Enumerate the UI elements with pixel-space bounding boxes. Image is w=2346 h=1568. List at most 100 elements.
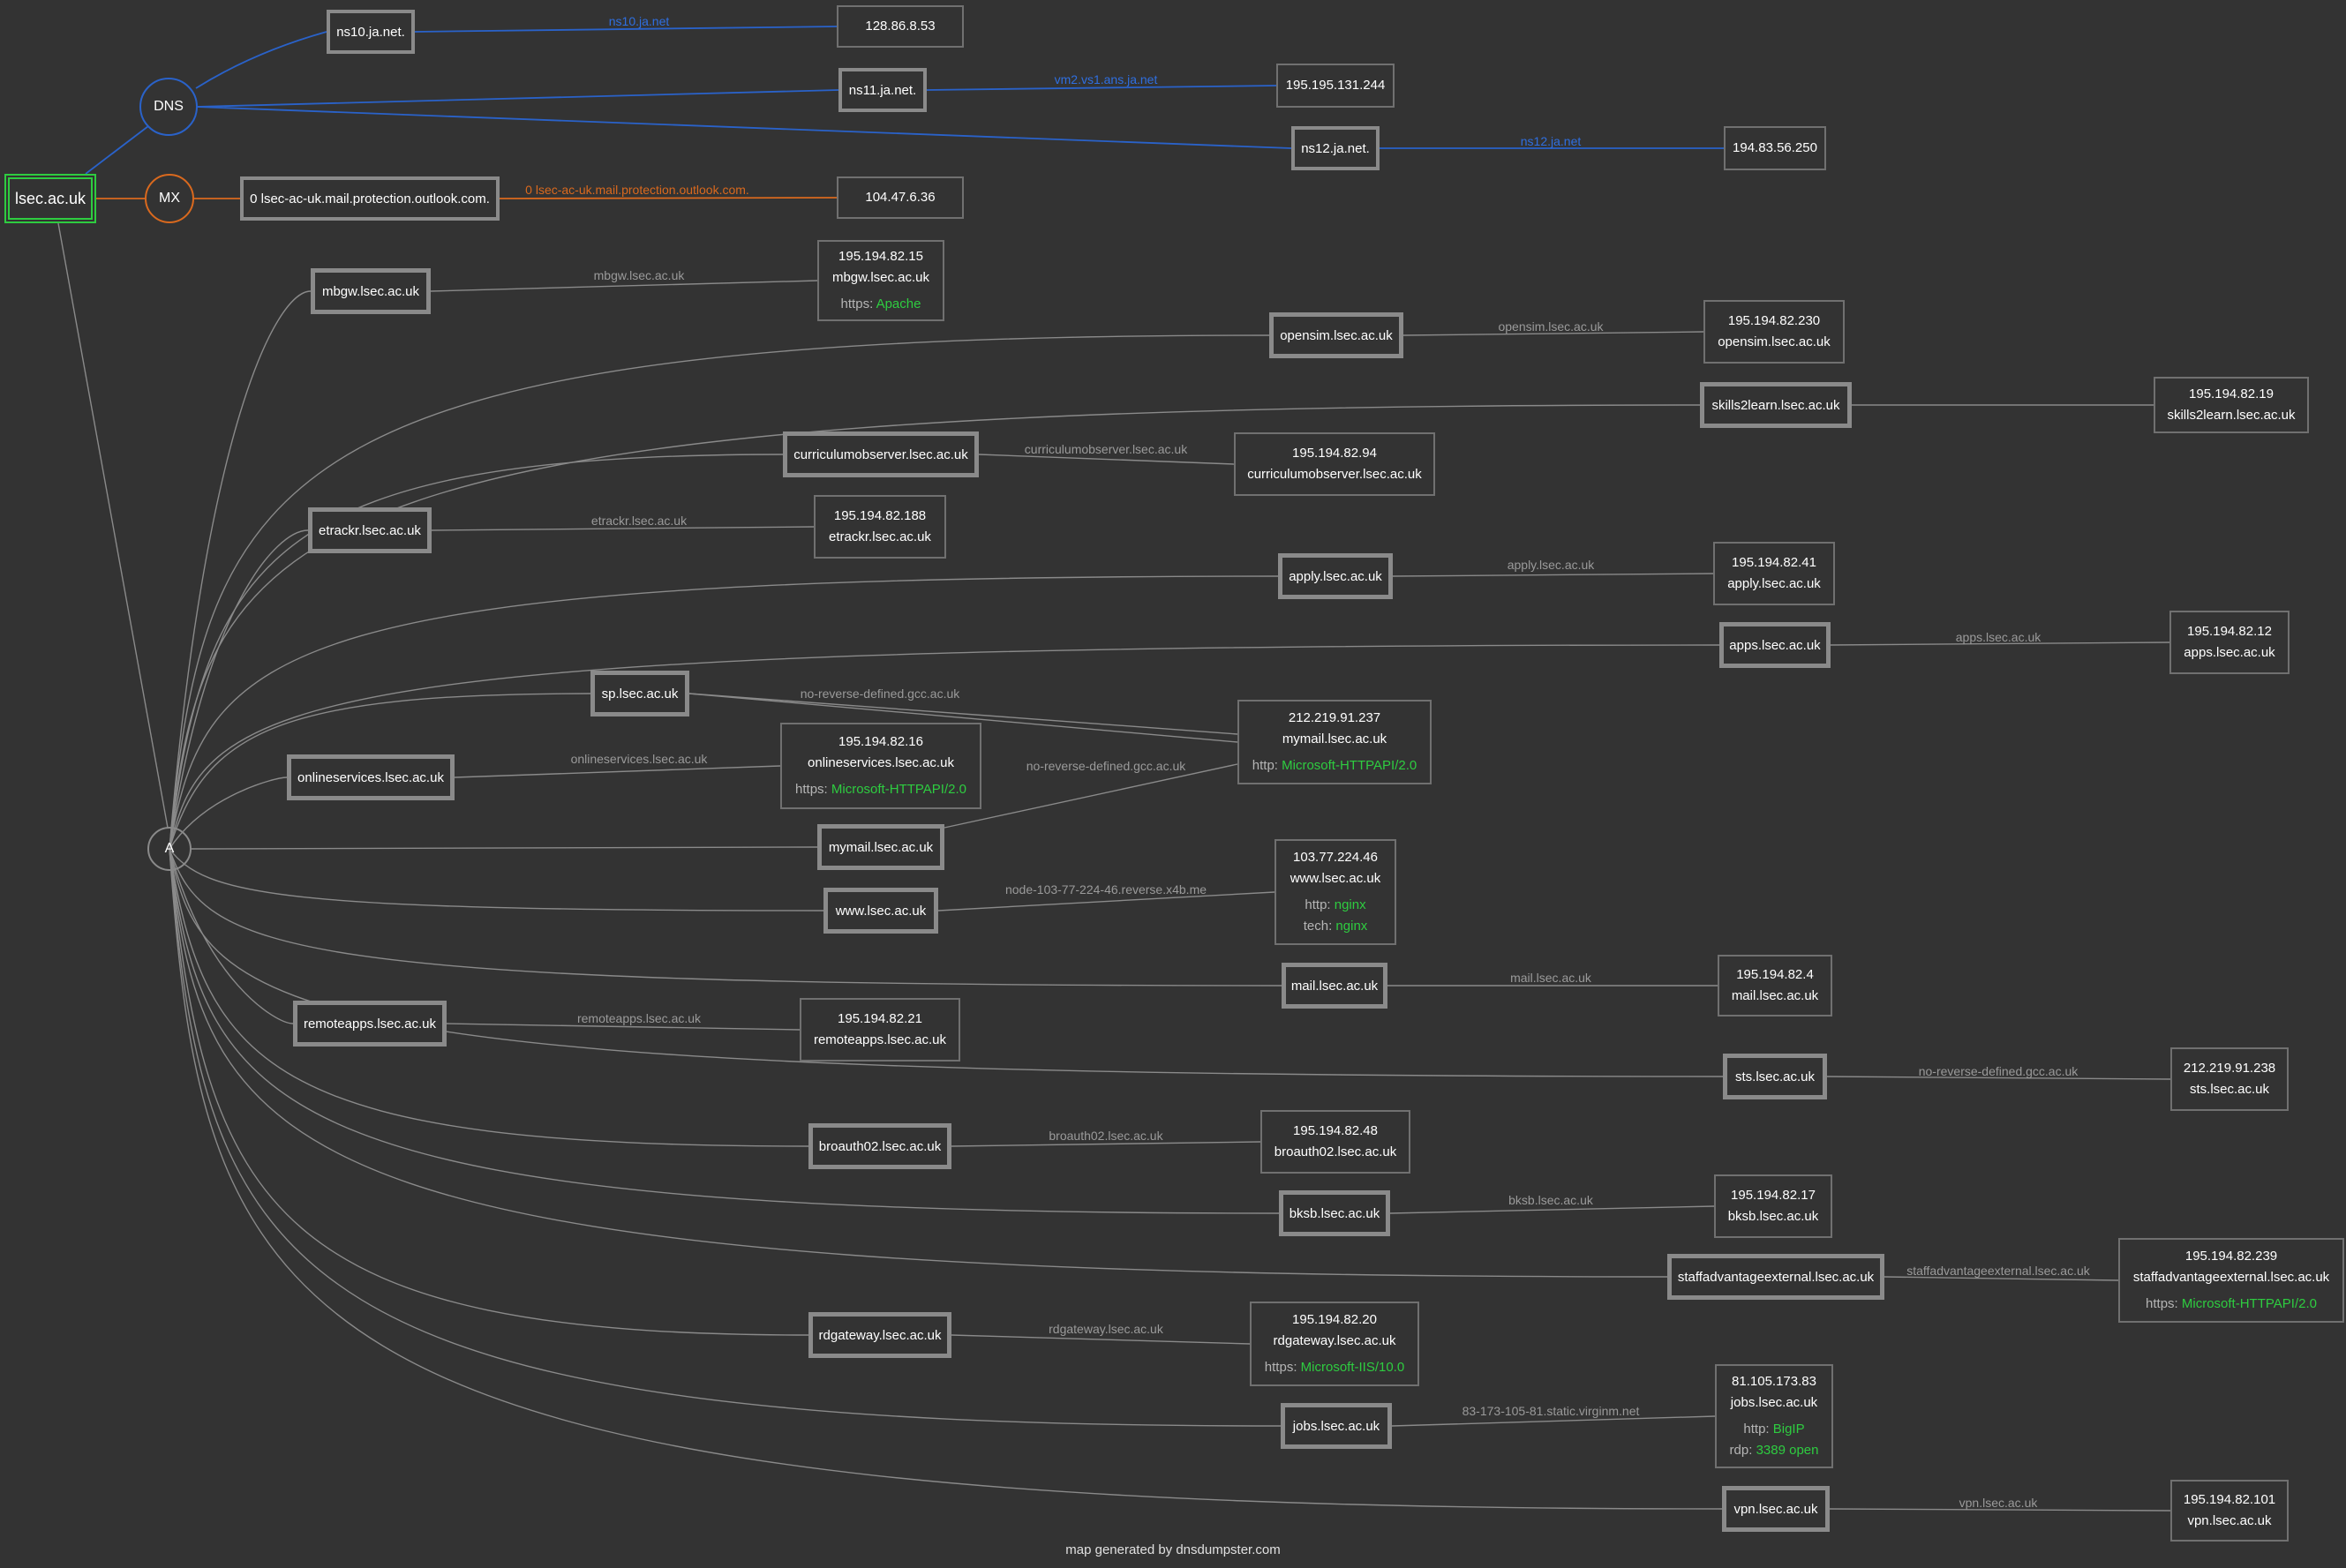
reverse-hostname: etrackr.lsec.ac.uk (829, 529, 931, 544)
mx-group-node[interactable]: MX (145, 174, 194, 223)
ip-address: 128.86.8.53 (865, 19, 936, 34)
a-edge (169, 848, 809, 1336)
a-host-node[interactable]: vpn.lsec.ac.uk (1722, 1486, 1830, 1532)
reverse-hostname: jobs.lsec.ac.uk (1730, 1395, 1818, 1410)
a-ip-edge (1391, 1415, 1716, 1427)
a-ip-edge (688, 693, 1238, 735)
a-host-node[interactable]: mymail.lsec.ac.uk (817, 824, 944, 870)
a-host-node[interactable]: onlineservices.lsec.ac.uk (287, 754, 455, 800)
a-ip-edge (454, 765, 781, 778)
ip-address: 195.194.82.94 (1292, 446, 1377, 461)
edge-label: staffadvantageexternal.lsec.ac.uk (1906, 1264, 2090, 1278)
a-host-node[interactable]: sts.lsec.ac.uk (1723, 1054, 1827, 1099)
a-host-node[interactable]: opensim.lsec.ac.uk (1269, 312, 1403, 358)
a-edge (169, 848, 809, 1147)
a-ip-edge (1884, 1276, 2119, 1281)
a-host-node[interactable]: staffadvantageexternal.lsec.ac.uk (1667, 1254, 1884, 1300)
a-host-node[interactable]: rdgateway.lsec.ac.uk (808, 1312, 951, 1358)
service-value: Microsoft-IIS/10.0 (1300, 1360, 1405, 1375)
a-host-node[interactable]: bksb.lsec.ac.uk (1279, 1190, 1390, 1236)
edge-label: broauth02.lsec.ac.uk (1049, 1129, 1163, 1143)
a-edge (169, 848, 1282, 987)
service-banner: http: nginx (1305, 895, 1365, 916)
edge-label: remoteapps.lsec.ac.uk (576, 1011, 702, 1025)
service-key: http: (1252, 758, 1278, 773)
a-host-node[interactable]: www.lsec.ac.uk (823, 888, 938, 934)
reverse-hostname: skills2learn.lsec.ac.uk (2167, 408, 2296, 423)
ip-address: 195.194.82.19 (2189, 386, 2274, 401)
service-value: Apache (876, 296, 921, 311)
service-key: https: (2146, 1296, 2178, 1311)
a-ip-edge (1392, 573, 1714, 577)
edge-label: 0 lsec-ac-uk.mail.protection.outlook.com… (525, 183, 749, 197)
a-ip-edge (1830, 641, 2170, 646)
edge-label: apps.lsec.ac.uk (1955, 630, 2041, 644)
edge-label: mail.lsec.ac.uk (1510, 971, 1591, 985)
a-host-node[interactable]: jobs.lsec.ac.uk (1281, 1403, 1392, 1449)
a-ip-edge (446, 1023, 801, 1031)
a-ip-edge (688, 693, 1238, 743)
root-domain-node[interactable]: lsec.ac.uk (4, 174, 96, 223)
a-host-node[interactable]: sp.lsec.ac.uk (590, 671, 689, 716)
service-banner: https: Apache (841, 294, 921, 315)
a-edge (169, 848, 824, 912)
service-banner: rdp: 3389 open (1730, 1440, 1819, 1461)
dns-host-node[interactable]: ns12.ja.net. (1291, 126, 1380, 170)
a-ip-edge (1826, 1076, 2171, 1080)
dns-group-node[interactable]: DNS (139, 78, 198, 136)
edge-label: bksb.lsec.ac.uk (1508, 1193, 1593, 1207)
ip-address: 104.47.6.36 (865, 190, 936, 205)
ip-address: 195.194.82.21 (838, 1011, 922, 1026)
service-banner: http: Microsoft-HTTPAPI/2.0 (1252, 755, 1417, 776)
service-value: BigIP (1772, 1422, 1805, 1437)
a-host-node[interactable]: curriculumobserver.lsec.ac.uk (783, 431, 979, 477)
ip-address: 212.219.91.237 (1288, 710, 1381, 725)
service-key: http: (1743, 1422, 1770, 1437)
service-key: rdp: (1729, 1443, 1753, 1458)
a-host-node[interactable]: broauth02.lsec.ac.uk (808, 1123, 951, 1169)
reverse-hostname: mymail.lsec.ac.uk (1282, 731, 1387, 746)
a-host-node[interactable]: apply.lsec.ac.uk (1278, 553, 1393, 599)
a-edge (169, 290, 312, 850)
a-ip-edge (1402, 331, 1704, 336)
edge-label: vpn.lsec.ac.uk (1959, 1496, 2038, 1510)
edge-label: ns12.ja.net (1520, 134, 1582, 148)
a-edge (169, 848, 1282, 1427)
reverse-hostname: apply.lsec.ac.uk (1727, 576, 1821, 591)
dns-edge (195, 89, 839, 108)
dns-host-node[interactable]: ns10.ja.net. (327, 10, 415, 54)
a-host-node[interactable]: mail.lsec.ac.uk (1282, 963, 1387, 1009)
edge-label: curriculumobserver.lsec.ac.uk (1024, 442, 1188, 456)
a-host-node[interactable]: etrackr.lsec.ac.uk (308, 507, 432, 553)
a-host-node[interactable]: mbgw.lsec.ac.uk (311, 268, 431, 314)
a-ip-edge (978, 454, 1235, 465)
reverse-hostname: bksb.lsec.ac.uk (1727, 1209, 1819, 1224)
edge-label: mbgw.lsec.ac.uk (593, 268, 685, 282)
a-edge (169, 529, 309, 850)
footer-credit: map generated by dnsdumpster.com (1065, 1542, 1281, 1557)
a-edge (169, 848, 1668, 1278)
dns-edge (195, 106, 1292, 149)
service-value: Microsoft-HTTPAPI/2.0 (831, 782, 966, 797)
a-host-node[interactable]: apps.lsec.ac.uk (1719, 622, 1831, 668)
dns-edge (195, 31, 327, 89)
a-edge (191, 846, 818, 850)
service-key: http: (1305, 897, 1331, 912)
dns-host-node[interactable]: ns11.ja.net. (838, 68, 927, 112)
a-host-node[interactable]: remoteapps.lsec.ac.uk (293, 1001, 447, 1047)
a-group-node[interactable]: A (147, 827, 192, 871)
edge-label: vm2.vs1.ans.ja.net (1054, 72, 1158, 86)
service-key: https: (795, 782, 828, 797)
a-host-node[interactable]: skills2learn.lsec.ac.uk (1700, 382, 1852, 428)
service-banner: https: Microsoft-IIS/10.0 (1265, 1357, 1404, 1378)
mx-host-node[interactable]: 0 lsec-ac-uk.mail.protection.outlook.com… (240, 176, 500, 221)
edge-label: no-reverse-defined.gcc.ac.uk (800, 686, 960, 701)
ip-record-box: 195.194.82.19 skills2learn.lsec.ac.uk (2154, 377, 2309, 433)
